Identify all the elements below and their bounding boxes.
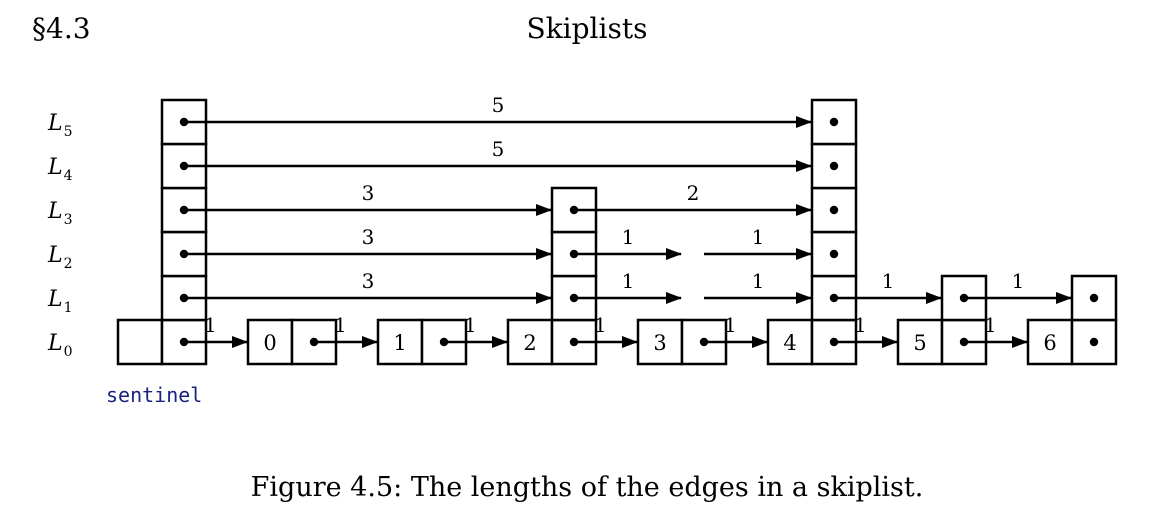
node-value-cell xyxy=(1026,318,1074,366)
node-value-3: 3 xyxy=(653,331,666,355)
pointer-dot xyxy=(829,293,839,303)
level-subscript: 2 xyxy=(64,256,73,272)
pointer-dot xyxy=(179,293,189,303)
level-label-2: L2 xyxy=(47,243,73,272)
pointer-dot xyxy=(829,161,839,171)
edge-length-label: 1 xyxy=(594,313,607,337)
pointer-dot xyxy=(1089,293,1099,303)
edge-length-label: 1 xyxy=(204,313,217,337)
edge-length-label: 2 xyxy=(687,181,700,205)
node-value-1: 1 xyxy=(393,331,406,355)
pointer-dot xyxy=(179,161,189,171)
level-subscript: 4 xyxy=(64,168,73,184)
level-label-3: L3 xyxy=(47,199,73,228)
pointer-dot xyxy=(699,337,709,347)
level-subscript: 1 xyxy=(64,300,73,316)
pointer-dot xyxy=(569,337,579,347)
pointer-dot xyxy=(179,117,189,127)
level-label-5: L5 xyxy=(47,111,73,140)
figure-caption: Figure 4.5: The lengths of the edges in … xyxy=(0,472,1174,503)
node-value-5: 5 xyxy=(913,331,926,355)
pointer-dot xyxy=(439,337,449,347)
sentinel-value-cell xyxy=(116,318,164,366)
node-value-6: 6 xyxy=(1043,331,1056,355)
level-label-1: L1 xyxy=(47,287,73,316)
pointer-dot xyxy=(179,337,189,347)
pointer-dot xyxy=(959,293,969,303)
level-label-0: L0 xyxy=(47,331,73,360)
edge-length-label: 1 xyxy=(752,225,765,249)
caption-text: The lengths of the edges in a skiplist. xyxy=(410,472,924,503)
edge-length-label: 3 xyxy=(362,181,375,205)
node-boxes: 0 1 2 3 4 5 6 xyxy=(116,98,1118,366)
pointer-dot xyxy=(829,205,839,215)
level-subscript: 0 xyxy=(64,344,73,360)
level-label-4: L4 xyxy=(47,155,73,184)
node-value-2: 2 xyxy=(523,331,536,355)
pointer-dot xyxy=(309,337,319,347)
edge-length-label: 1 xyxy=(854,313,867,337)
pointer-dot xyxy=(1089,337,1099,347)
edge-length-label: 1 xyxy=(1012,269,1025,293)
edge-length-label: 1 xyxy=(984,313,997,337)
node-value-cell xyxy=(506,318,554,366)
section-number: §4.3 xyxy=(32,12,91,45)
pointer-dot xyxy=(179,205,189,215)
edge-length-label: 1 xyxy=(752,269,765,293)
edge-length-label: 3 xyxy=(362,225,375,249)
pointer-dot xyxy=(829,249,839,259)
caption-label: Figure 4.5: xyxy=(250,472,403,503)
edge-length-label: 1 xyxy=(622,269,635,293)
sentinel-label: sentinel xyxy=(106,383,202,407)
edge-length-label: 1 xyxy=(622,225,635,249)
pointer-dot xyxy=(569,205,579,215)
pointer-dot xyxy=(829,117,839,127)
edge-length-label: 3 xyxy=(362,269,375,293)
edge-length-label: 1 xyxy=(464,313,477,337)
pointer-dot xyxy=(829,337,839,347)
level-subscript: 3 xyxy=(64,212,73,228)
edge-length-label: 5 xyxy=(492,93,505,117)
pointer-dot xyxy=(569,249,579,259)
node-value-cell xyxy=(376,318,424,366)
pointer-dot xyxy=(959,337,969,347)
edge-length-label: 5 xyxy=(492,137,505,161)
edge-length-label: 1 xyxy=(882,269,895,293)
edge-length-label: 1 xyxy=(724,313,737,337)
level-subscript: 5 xyxy=(64,124,73,140)
pointer-dots xyxy=(179,117,1099,347)
node-pointer-cell xyxy=(1070,318,1118,366)
page-title: Skiplists xyxy=(526,12,648,45)
node-value-0: 0 xyxy=(263,331,276,355)
pointer-dot xyxy=(569,293,579,303)
node-value-4: 4 xyxy=(783,331,796,355)
edge-length-label: 1 xyxy=(334,313,347,337)
pointer-dot xyxy=(179,249,189,259)
